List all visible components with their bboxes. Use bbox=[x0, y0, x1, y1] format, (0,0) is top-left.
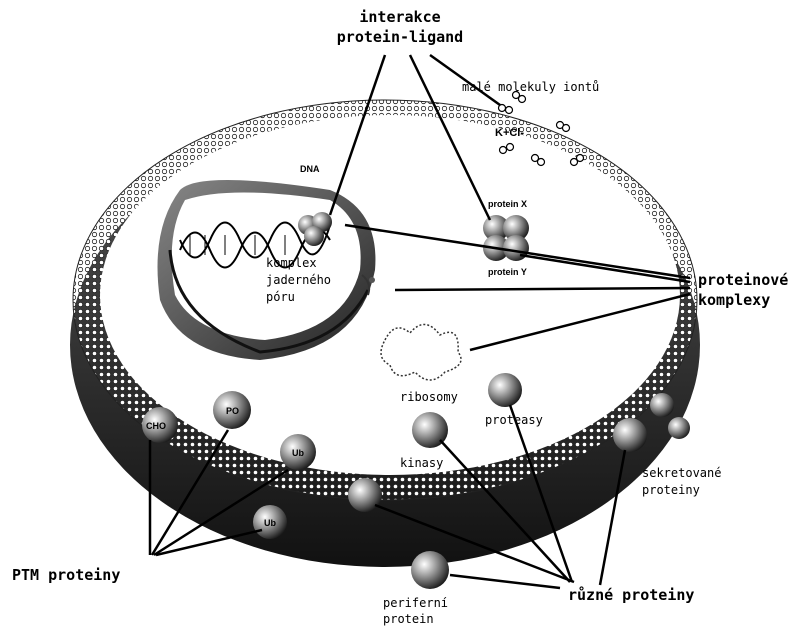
protein-y-label: protein Y bbox=[488, 265, 527, 279]
peripheral-label-1: periferní bbox=[383, 596, 448, 610]
peripheral-sphere bbox=[411, 551, 449, 589]
protein-complexes-label-2: komplexy bbox=[698, 291, 770, 309]
proteases-label: proteasy bbox=[485, 413, 543, 427]
various-proteins-label: různé proteiny bbox=[568, 586, 694, 604]
pore-complex-label-2: jaderného bbox=[266, 273, 331, 287]
secreted-sphere-1 bbox=[613, 418, 647, 452]
cell-body bbox=[70, 100, 700, 567]
ptm-proteins-label: PTM proteiny bbox=[12, 566, 120, 584]
secreted-sphere-3 bbox=[668, 417, 690, 439]
ptm-marker-4: Ub bbox=[264, 518, 276, 528]
small-molecules-label: malé molekuly iontů bbox=[462, 80, 599, 94]
dna-label: DNA bbox=[300, 162, 320, 176]
ptm-marker-3: Ub bbox=[292, 448, 304, 458]
pore-complex-label-1: komplex bbox=[266, 256, 317, 270]
ions-label: K+Cl- bbox=[495, 126, 524, 140]
protein-complexes-label-1: proteinové bbox=[698, 271, 788, 289]
peripheral-label-2: protein bbox=[383, 612, 434, 626]
ptm-marker-2: PO bbox=[226, 406, 239, 416]
secreted-label-1: sekretované bbox=[642, 466, 721, 480]
protein-x-label: protein X bbox=[488, 197, 527, 211]
pore-complex-label-3: póru bbox=[266, 290, 295, 304]
secreted-sphere-2 bbox=[650, 393, 674, 417]
secreted-label-2: proteiny bbox=[642, 483, 700, 497]
title-line-1: interakce bbox=[330, 8, 470, 26]
ribosomes-label: ribosomy bbox=[400, 390, 458, 404]
ptm-marker-1: CHO bbox=[146, 421, 166, 431]
kinases-label: kinasy bbox=[400, 456, 443, 470]
protease-sphere bbox=[488, 373, 522, 407]
title-line-2: protein-ligand bbox=[318, 28, 482, 46]
